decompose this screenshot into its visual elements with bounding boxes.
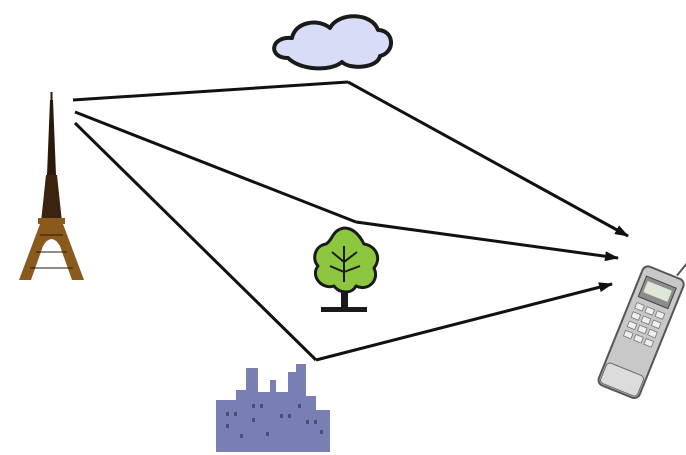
path-tree-to-phone (356, 222, 618, 258)
cloud-icon (274, 16, 391, 68)
factory-buildings-icon (216, 364, 330, 452)
path-buildings-to-phone (316, 284, 612, 360)
mobile-phone-icon (597, 239, 686, 400)
tree-icon (315, 228, 378, 312)
path-tower-to-cloud (73, 82, 348, 100)
path-tower-to-tree (75, 112, 356, 222)
eiffel-tower-icon (19, 92, 84, 280)
path-cloud-to-phone (348, 82, 628, 236)
propagation-paths (73, 82, 628, 360)
